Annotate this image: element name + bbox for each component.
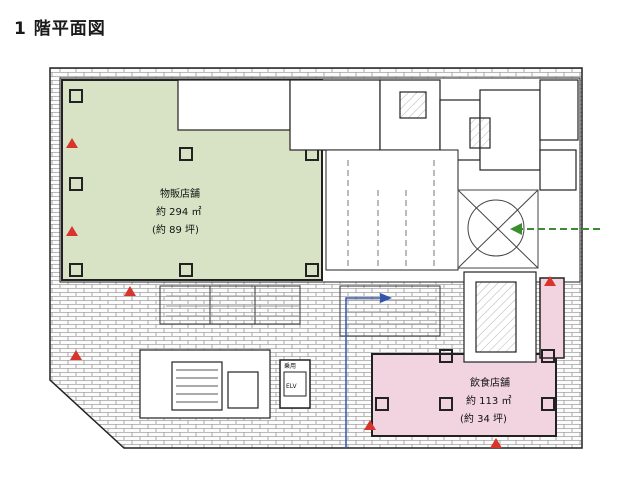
parking-lines xyxy=(347,160,435,268)
page-title: 1 階平面図 xyxy=(14,19,106,39)
elevator-label: ELV xyxy=(286,383,297,390)
retail-area-tsubo: (約 89 坪) xyxy=(152,223,199,236)
restaurant-name: 飲食店舗 xyxy=(470,376,510,389)
restaurant-columns xyxy=(375,349,555,411)
restaurant-area-m2: 約 113 ㎡ xyxy=(466,394,511,407)
vehicle-entry-arrow xyxy=(510,223,600,235)
parking-area xyxy=(325,149,459,271)
restaurant-upper-area xyxy=(539,277,565,359)
elevator-hall-label: 乗用 xyxy=(284,363,296,370)
stair-core xyxy=(139,349,271,419)
pedestrian-route xyxy=(345,293,392,448)
retail-area-m2: 約 294 ㎡ xyxy=(156,205,201,218)
retail-name: 物販店舗 xyxy=(160,187,200,200)
restaurant-area-tsubo: (約 34 坪) xyxy=(460,412,507,425)
restaurant-core xyxy=(463,271,537,363)
elevator: ELV 乗用 xyxy=(279,359,311,409)
escalators xyxy=(159,285,441,337)
entrance-markers xyxy=(66,138,556,448)
retail-columns xyxy=(69,89,319,277)
service-rooms xyxy=(177,79,579,191)
